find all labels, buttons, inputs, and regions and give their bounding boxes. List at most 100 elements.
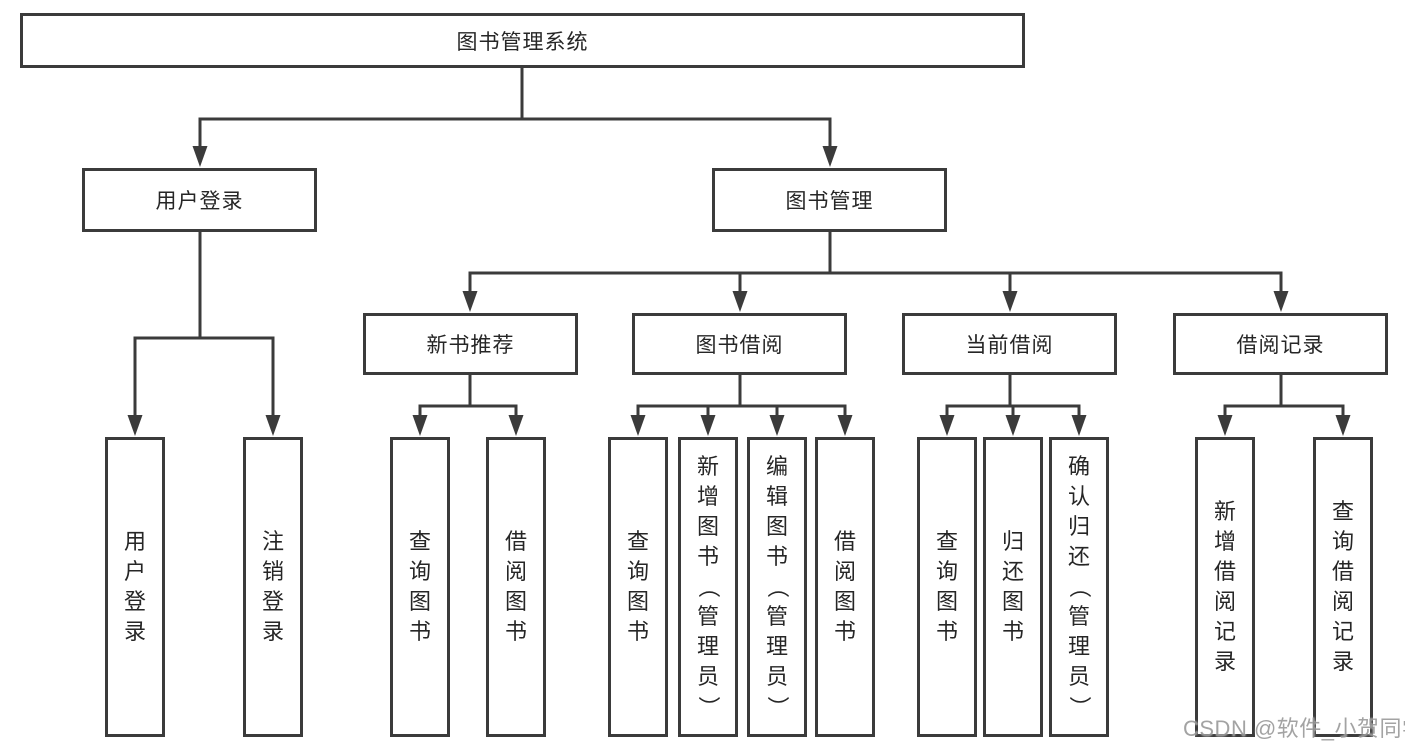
vertical-char: 书	[696, 544, 719, 569]
vertical-char: （	[696, 575, 721, 598]
box-label: 借阅记录	[1236, 334, 1325, 357]
arrow-down-icon	[1002, 291, 1018, 312]
vertical-char: 销	[261, 559, 284, 584]
vertical-char: 查	[626, 529, 649, 554]
vertical-char: 借	[1331, 559, 1354, 584]
vertical-char: 新	[696, 454, 719, 479]
leaf-recommend-query-books: 查询图书	[390, 437, 450, 737]
arrow-down-icon	[822, 146, 838, 167]
leaf-recommend-borrow-books: 借阅图书	[486, 437, 546, 737]
vertical-char: 理	[1067, 634, 1090, 659]
vertical-char: 阅	[833, 559, 856, 584]
leaf-add-books-admin: 新增图书（管理员）	[678, 437, 738, 737]
vertical-char: 员	[765, 664, 788, 689]
box-book-management: 图书管理	[712, 168, 947, 232]
leaf-query-borrow-record: 查询借阅记录	[1313, 437, 1373, 737]
vertical-char: 阅	[504, 559, 527, 584]
vertical-char: 借	[504, 529, 527, 554]
vertical-char: 询	[935, 559, 958, 584]
vertical-char: 户	[123, 559, 146, 584]
vertical-char: 员	[696, 664, 719, 689]
vertical-char: 登	[123, 589, 146, 614]
vertical-char: 记	[1331, 619, 1354, 644]
box-label: 用户登录	[155, 190, 244, 213]
vertical-char: 登	[261, 589, 284, 614]
arrow-down-icon	[265, 415, 281, 436]
leaf-user-login: 用户登录	[105, 437, 165, 737]
box-book-borrowing: 图书借阅	[632, 313, 847, 375]
vertical-char: 图	[696, 514, 719, 539]
arrow-down-icon	[1335, 415, 1351, 436]
vertical-char: 管	[1067, 604, 1090, 629]
vertical-char: 图	[408, 589, 431, 614]
box-user-login: 用户登录	[82, 168, 317, 232]
vertical-char: 书	[408, 619, 431, 644]
vertical-char: 图	[935, 589, 958, 614]
vertical-char: 查	[1331, 499, 1354, 524]
vertical-char: 书	[626, 619, 649, 644]
vertical-char: 查	[408, 529, 431, 554]
vertical-char: 录	[1331, 649, 1354, 674]
vertical-char: 询	[1331, 529, 1354, 554]
vertical-char: 管	[765, 604, 788, 629]
box-label: 新书推荐	[426, 334, 515, 357]
vertical-char: 增	[696, 484, 719, 509]
vertical-char: 书	[833, 619, 856, 644]
leaf-edit-books-admin: 编辑图书（管理员）	[747, 437, 807, 737]
vertical-char: ）	[1067, 695, 1092, 718]
leaf-borrow-query-books: 查询图书	[608, 437, 668, 737]
arrow-down-icon	[732, 291, 748, 312]
vertical-char: 还	[1067, 544, 1090, 569]
vertical-char: 编	[765, 454, 788, 479]
leaf-current-query-books: 查询图书	[917, 437, 977, 737]
vertical-char: 借	[833, 529, 856, 554]
vertical-char: 认	[1067, 484, 1090, 509]
arrow-down-icon	[462, 291, 478, 312]
vertical-char: 询	[408, 559, 431, 584]
vertical-char: 图	[504, 589, 527, 614]
vertical-char: （	[765, 575, 790, 598]
box-label: 图书管理	[785, 190, 874, 213]
vertical-char: 书	[935, 619, 958, 644]
arrow-down-icon	[412, 415, 428, 436]
vertical-char: 理	[696, 634, 719, 659]
vertical-char: 归	[1067, 514, 1090, 539]
box-library-management-system: 图书管理系统	[20, 13, 1025, 68]
vertical-char: 阅	[1213, 589, 1236, 614]
leaf-logout: 注销登录	[243, 437, 303, 737]
vertical-char: 增	[1213, 529, 1236, 554]
arrow-down-icon	[1071, 415, 1087, 436]
arrow-down-icon	[1005, 415, 1021, 436]
vertical-char: 查	[935, 529, 958, 554]
vertical-char: 借	[1213, 559, 1236, 584]
leaf-confirm-return-admin: 确认归还 （ 管理员 ）	[1049, 437, 1109, 737]
vertical-char: 新	[1213, 499, 1236, 524]
vertical-char: 还	[1001, 559, 1024, 584]
vertical-char: 辑	[765, 484, 788, 509]
vertical-char: 员	[1067, 664, 1090, 689]
box-new-book-recommendation: 新书推荐	[363, 313, 578, 375]
vertical-char: 书	[504, 619, 527, 644]
vertical-char: 注	[261, 529, 284, 554]
vertical-char: 图	[833, 589, 856, 614]
csdn-watermark: CSDN @软件_小贺同学	[1183, 716, 1405, 741]
vertical-char: 用	[123, 529, 146, 554]
vertical-char: 书	[1001, 619, 1024, 644]
arrow-down-icon	[700, 415, 716, 436]
box-borrowing-records: 借阅记录	[1173, 313, 1388, 375]
arrow-down-icon	[630, 415, 646, 436]
vertical-char: （	[1067, 575, 1092, 598]
leaf-borrow-books: 借阅图书	[815, 437, 875, 737]
vertical-char: 录	[1213, 649, 1236, 674]
vertical-char: 图	[1001, 589, 1024, 614]
vertical-char: 确	[1067, 454, 1090, 479]
box-label: 图书管理系统	[456, 30, 589, 54]
leaf-add-borrow-record: 新增借阅记录	[1195, 437, 1255, 737]
vertical-char: 录	[123, 619, 146, 644]
arrow-down-icon	[508, 415, 524, 436]
arrow-down-icon	[192, 146, 208, 167]
vertical-char: 阅	[1331, 589, 1354, 614]
vertical-char: 书	[765, 544, 788, 569]
vertical-char: 理	[765, 634, 788, 659]
